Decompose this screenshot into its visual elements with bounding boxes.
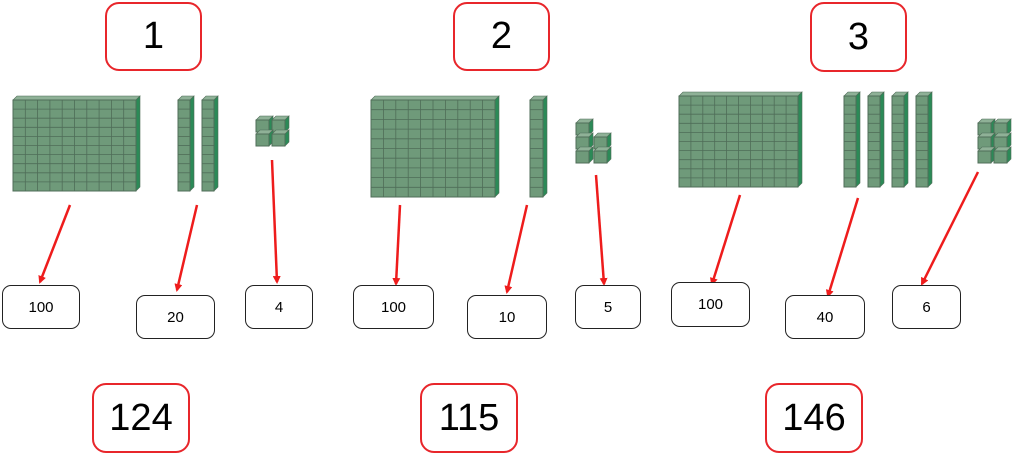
group-2-unit-cube (575, 146, 594, 164)
group-3-arrow-ones (920, 171, 980, 286)
group-2-ones-value: 5 (575, 285, 641, 329)
group-3-unit-cube (977, 118, 996, 136)
group-1-label: 1 (105, 2, 202, 71)
group-1-ten-rod (177, 95, 195, 192)
group-1-ones-value: 4 (245, 285, 313, 329)
group-1-ten-rod (201, 95, 219, 192)
group-3-hundred-flat (678, 91, 803, 188)
group-3-label: 3 (810, 2, 907, 72)
group-3-ten-rod (915, 91, 933, 188)
group-3-total: 146 (765, 383, 863, 453)
group-1-arrow-ones (270, 159, 281, 284)
group-1-unit-cube (255, 129, 274, 147)
group-2-unit-cube (593, 132, 612, 150)
group-3-ten-rod (867, 91, 885, 188)
group-1-tens-value: 20 (136, 295, 215, 339)
group-1-arrow-tens (174, 204, 199, 292)
group-2-arrow-ones (594, 174, 608, 286)
group-2-unit-cube (593, 146, 612, 164)
group-2-arrow-hundreds (392, 204, 402, 286)
group-3-unit-cube (993, 146, 1012, 164)
group-2-hundred-flat (370, 95, 500, 198)
group-3-unit-cube (993, 132, 1012, 150)
group-1-hundreds-value: 100 (2, 285, 80, 329)
group-3-unit-cube (993, 118, 1012, 136)
group-2-tens-value: 10 (467, 295, 547, 339)
group-3-hundreds-value: 100 (671, 282, 750, 327)
group-3-unit-cube (977, 132, 996, 150)
group-2-ten-rod (529, 95, 548, 198)
group-2-hundreds-value: 100 (353, 285, 434, 329)
group-3-unit-cube (977, 146, 996, 164)
group-3-ten-rod (891, 91, 909, 188)
group-1-unit-cube (271, 129, 290, 147)
group-2-total: 115 (420, 383, 518, 453)
group-3-tens-value: 40 (785, 295, 865, 339)
group-1-total: 124 (92, 383, 190, 453)
group-1-arrow-hundreds (38, 204, 72, 284)
group-2-unit-cube (575, 118, 594, 136)
group-1-unit-cube (255, 115, 274, 133)
group-2-unit-cube (575, 132, 594, 150)
group-1-hundred-flat (12, 95, 141, 192)
group-2-label: 2 (453, 2, 550, 71)
group-3-arrow-tens (825, 197, 860, 298)
group-3-arrow-hundreds (709, 194, 742, 286)
group-2-arrow-tens (504, 204, 529, 294)
group-3-ten-rod (843, 91, 861, 188)
group-3-ones-value: 6 (892, 285, 961, 329)
group-1-unit-cube (271, 115, 290, 133)
